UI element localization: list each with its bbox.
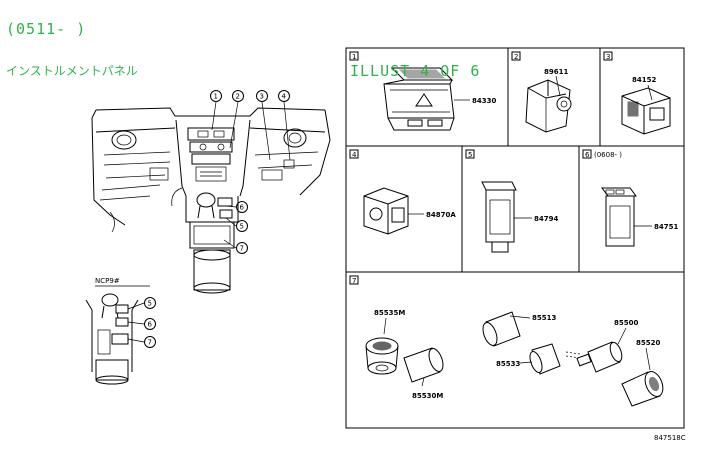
panel-5-number: 5 (465, 149, 475, 159)
part-84152: 84152 (632, 76, 656, 84)
svg-text:7: 7 (352, 277, 356, 285)
part-85520: 85520 (636, 339, 660, 347)
panel-4-number: 4 (349, 149, 359, 159)
panel-5-switch: 84794 (481, 181, 558, 253)
callout-2: 2 (236, 93, 240, 101)
illustration-page-label: ILLUST 4 OF 6 (350, 62, 481, 80)
callout-7: 7 (240, 245, 244, 253)
part-84330: 84330 (472, 97, 496, 105)
svg-text:6: 6 (585, 151, 590, 159)
instrument-panel-overview: 1 2 3 4 6 5 7 (91, 90, 331, 294)
parts-grid: 1 2 3 4 5 6 7 84330 89611 (345, 47, 685, 429)
svg-text:3: 3 (606, 53, 610, 61)
callout-3: 3 (260, 93, 264, 101)
callout-5: 5 (240, 223, 244, 231)
panel-1-hazard-switch: 84330 (383, 67, 496, 131)
svg-text:2: 2 (514, 53, 518, 61)
callout-4: 4 (282, 93, 287, 101)
panel-6-switch: (0608- ) 84751 (594, 151, 678, 247)
callout-1: 1 (214, 93, 218, 101)
section-title: インストルメントパネル (6, 64, 138, 78)
inset-callout-6: 6 (148, 321, 153, 329)
part-85513: 85513 (532, 314, 556, 322)
inset-callout-7: 7 (148, 339, 152, 347)
svg-text:5: 5 (468, 151, 472, 159)
callout-6: 6 (240, 204, 245, 212)
part-84794: 84794 (534, 215, 558, 223)
panel-1-number: 1 (349, 51, 359, 61)
figure-code: 847518C (654, 434, 686, 442)
panel-6-number: 6 (582, 149, 592, 159)
part-85530M: 85530M (412, 392, 443, 400)
date-range: (0511- ) (6, 20, 87, 38)
panel-2-switch: 89611 (525, 68, 572, 133)
inset-callout-5: 5 (148, 300, 152, 308)
part-89611: 89611 (544, 68, 568, 76)
panel-2-number: 2 (511, 51, 521, 61)
svg-text:4: 4 (352, 151, 357, 159)
panel-3-switch: 84152 (621, 76, 671, 135)
ncp9-inset: NCP9# 5 6 7 (85, 277, 156, 385)
panel-3-number: 3 (603, 51, 613, 61)
part-85535M: 85535M (374, 309, 405, 317)
part-84870A: 84870A (426, 211, 456, 219)
part-84751: 84751 (654, 223, 678, 231)
part-85500: 85500 (614, 319, 638, 327)
inset-label: NCP9# (95, 277, 120, 285)
panel-7-sockets: 85535M 85530M 85513 85533 85500 (365, 309, 664, 407)
panel-7-number: 7 (349, 275, 359, 285)
svg-text:1: 1 (352, 53, 356, 61)
panel-6-note: (0608- ) (594, 151, 622, 159)
panel-4-mirror-switch: 84870A (363, 187, 456, 235)
part-85533: 85533 (496, 360, 520, 368)
